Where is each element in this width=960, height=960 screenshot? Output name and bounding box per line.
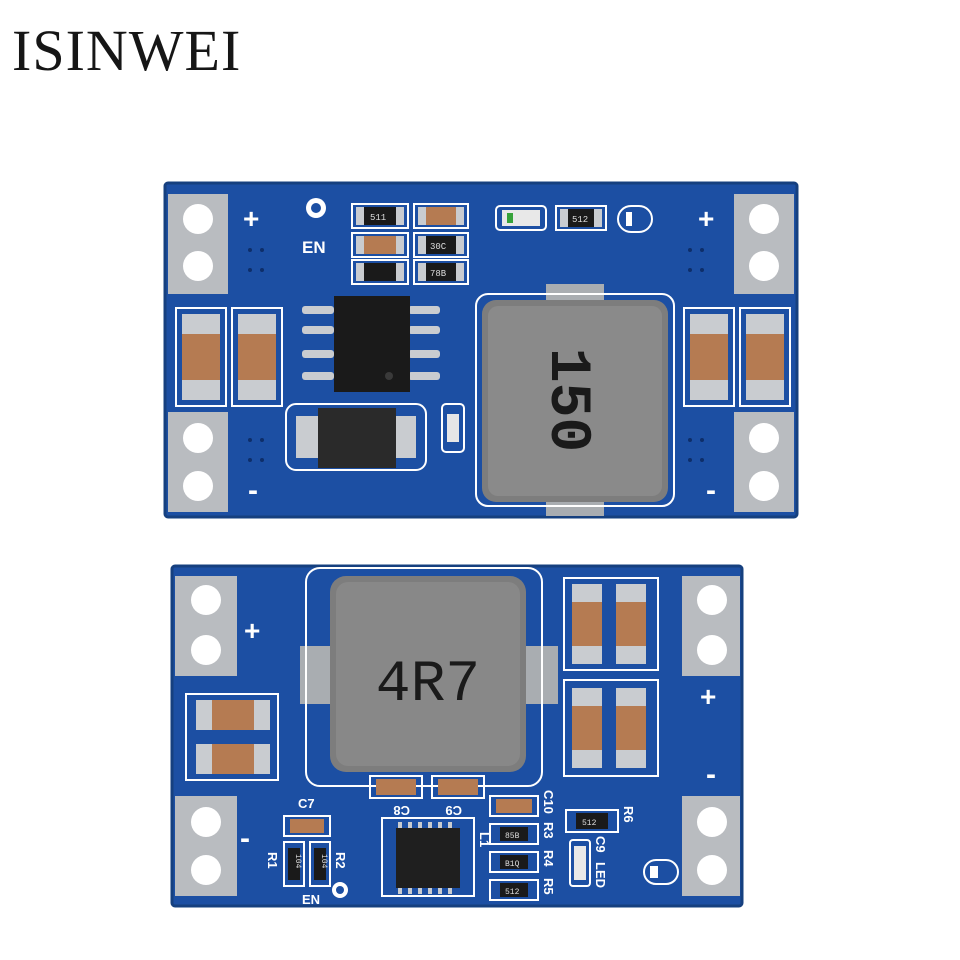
- top-minus-left-label: -: [248, 474, 258, 507]
- brand-watermark: ISINWEI: [12, 18, 242, 83]
- bottom-left-pads: [175, 576, 237, 896]
- top-en-label: EN: [302, 238, 326, 257]
- top-small-components: 511 30C 78B 512: [351, 203, 653, 285]
- bottom-plus-left-label: +: [244, 615, 260, 646]
- bottom-power-inductor: 4R7: [300, 567, 558, 787]
- bottom-pcb-board: + + - - 4R7: [170, 564, 744, 908]
- bottom-label-c8: C8: [393, 803, 410, 818]
- bottom-resistor-code-r1: 104: [293, 854, 302, 869]
- bottom-resistor-code-r5: 512: [505, 888, 520, 897]
- top-vias: [248, 248, 704, 462]
- top-left-input-pads: [168, 194, 228, 512]
- top-schottky-diode: [285, 403, 465, 471]
- bottom-label-r5: R5: [541, 878, 556, 895]
- bottom-right-pads: [682, 576, 740, 896]
- bottom-c8-c9-capacitors: [369, 775, 485, 799]
- top-minus-right-label: -: [706, 474, 716, 507]
- bottom-resistor-code-r4: B1Q: [505, 860, 520, 869]
- top-resistor-code-2: 30C: [430, 242, 447, 252]
- top-plus-right-label: +: [698, 203, 714, 234]
- top-resistor-code-3: 78B: [430, 269, 447, 279]
- top-pcb-board: + + - - EN 511: [163, 181, 799, 519]
- top-inductor-marking: 150: [534, 348, 599, 452]
- top-plus-left-label: +: [243, 203, 259, 234]
- bottom-resistor-column: 85B B1Q 512: [489, 795, 539, 901]
- top-right-output-pads: [734, 194, 794, 512]
- bottom-label-c9: C9: [445, 803, 462, 818]
- bottom-input-capacitors: [185, 693, 279, 781]
- bottom-label-l1: L1: [477, 832, 492, 847]
- bottom-label-led: LED: [593, 862, 608, 888]
- bottom-label-r4: R4: [541, 850, 556, 867]
- bottom-output-capacitors: [563, 577, 659, 777]
- top-soic-ic: [302, 296, 440, 392]
- bottom-label-c9b: C9: [593, 836, 608, 853]
- top-input-capacitors: [175, 307, 283, 407]
- bottom-led-section: 512: [565, 809, 679, 887]
- bottom-label-r6: R6: [621, 806, 636, 823]
- bottom-label-r2: R2: [333, 852, 348, 869]
- bottom-plus-right-label: +: [700, 681, 716, 712]
- bottom-resistor-code-r6: 512: [582, 819, 597, 828]
- bottom-label-c7: C7: [298, 796, 315, 811]
- bottom-qfn-ic: [381, 817, 475, 897]
- top-power-inductor: 150: [475, 284, 675, 516]
- top-resistor-code-4: 512: [572, 215, 588, 225]
- bottom-enable-section: 104 104: [283, 815, 348, 898]
- top-output-capacitors: [683, 307, 791, 407]
- top-resistor-code-1: 511: [370, 213, 386, 223]
- bottom-inductor-marking: 4R7: [376, 653, 480, 718]
- bottom-minus-left-label: -: [240, 822, 250, 855]
- bottom-label-r3: R3: [541, 822, 556, 839]
- bottom-label-c10: C10: [541, 790, 556, 814]
- bottom-label-r1: R1: [265, 852, 280, 869]
- bottom-resistor-code-r3: 85B: [505, 832, 520, 841]
- bottom-minus-right-label: -: [706, 758, 716, 791]
- bottom-label-en: EN: [302, 892, 320, 907]
- bottom-resistor-code-r2: 104: [319, 854, 328, 869]
